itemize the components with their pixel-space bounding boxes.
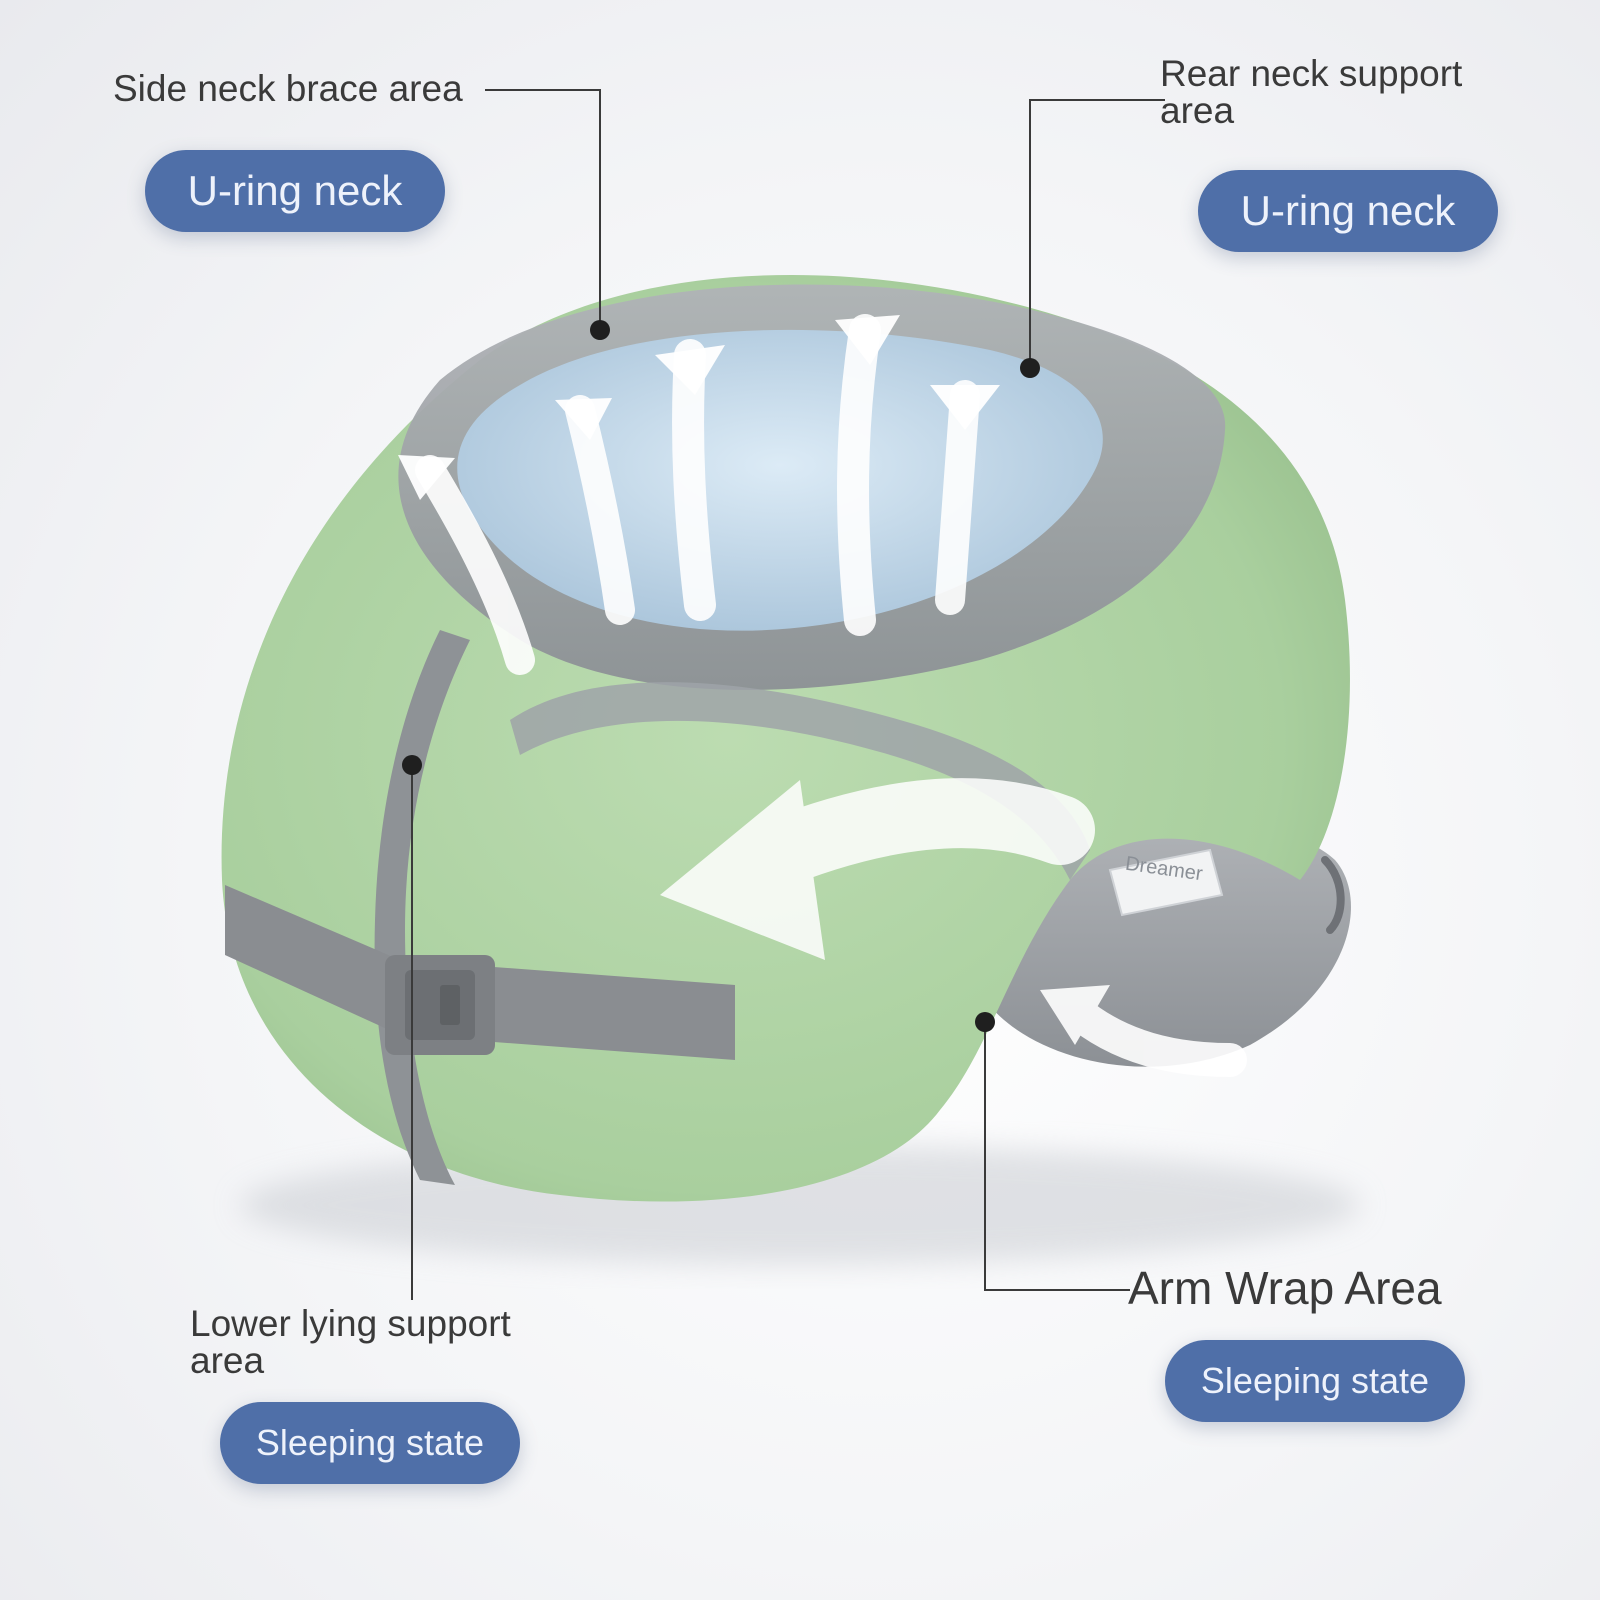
leader-dots [402, 320, 1040, 1032]
sleeping-state-badge-left: Sleeping state [220, 1402, 520, 1484]
zipper-pull [1321, 856, 1345, 934]
rear-neck-label: Rear neck support area [1160, 55, 1540, 129]
arm-wrap-label: Arm Wrap Area [1128, 1262, 1442, 1314]
arm-wrap-arrow-icon [1040, 985, 1247, 1077]
lower-lying-label: Lower lying support area [190, 1305, 590, 1379]
rear-neck-label-line2: area [1160, 90, 1235, 131]
lower-lying-label-line1: Lower lying support [190, 1303, 511, 1344]
airflow-arrowhead-icons [398, 315, 1000, 500]
brand-tag [1108, 848, 1224, 917]
leader-lines [411, 89, 1165, 1300]
buckle-icon [385, 955, 495, 1055]
sleeping-state-badge-right: Sleeping state [1165, 1340, 1465, 1422]
side-neck-label: Side neck brace area [113, 68, 463, 109]
lower-lying-label-line2: area [190, 1340, 265, 1381]
rear-neck-label-line1: Rear neck support [1160, 53, 1463, 94]
wrap-arrow-icon [660, 778, 1095, 960]
u-ring-neck-badge-left: U-ring neck [145, 150, 445, 232]
u-ring-neck-badge-right: U-ring neck [1198, 170, 1498, 252]
